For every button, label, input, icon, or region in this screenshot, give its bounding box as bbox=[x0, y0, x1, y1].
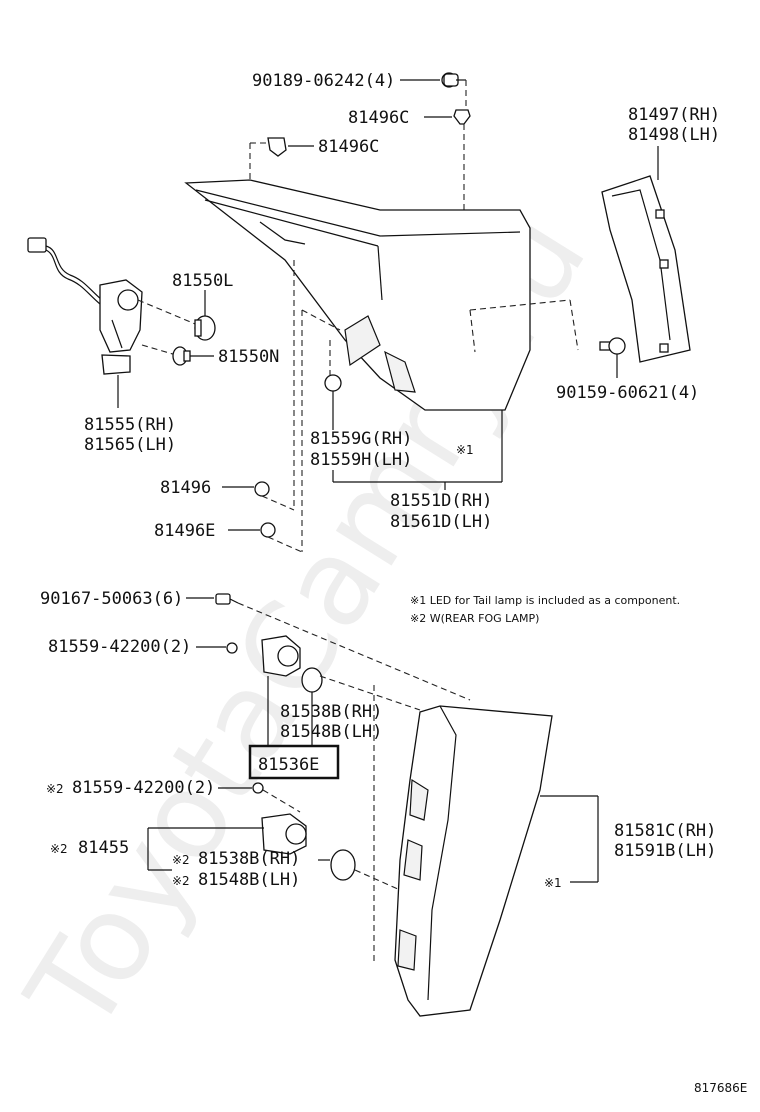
label-81565-lh: 81565(LH) bbox=[84, 435, 176, 455]
mark-x2-b: ※2 bbox=[50, 842, 68, 856]
bulb-81550l bbox=[194, 315, 216, 341]
label-81496c-upper: 81496C bbox=[348, 108, 409, 128]
tail-lamp-lower bbox=[394, 705, 553, 1017]
label-81581c-rh: 81581C(RH) bbox=[614, 821, 716, 841]
label-81548b-lh-fog: 81548B(LH) bbox=[198, 870, 300, 890]
label-81497-rh: 81497(RH) bbox=[628, 105, 720, 125]
mark-x1-upper: ※1 bbox=[456, 443, 474, 457]
label-81498-lh: 81498(LH) bbox=[628, 125, 720, 145]
clip-81496c-right bbox=[453, 109, 471, 125]
bolt-90189 bbox=[441, 72, 466, 88]
label-81591b-lh: 81591B(LH) bbox=[614, 841, 716, 861]
socket-harness-81555 bbox=[27, 237, 143, 375]
label-90159-60621: 90159-60621(4) bbox=[556, 383, 699, 403]
label-90189-06242: 90189-06242(4) bbox=[252, 71, 395, 91]
screw-90167 bbox=[215, 593, 239, 605]
label-81538b-rh-fog: 81538B(RH) bbox=[198, 849, 300, 869]
mark-x2-c: ※2 bbox=[172, 853, 190, 867]
bulb-81550n bbox=[172, 346, 191, 366]
tail-lamp-outer-upper bbox=[184, 179, 579, 411]
label-81548b-lh: 81548B(LH) bbox=[280, 722, 382, 742]
figure-reference: 817686E bbox=[694, 1081, 747, 1095]
label-81496e: 81496E bbox=[154, 521, 215, 541]
label-81536e: 81536E bbox=[258, 755, 319, 775]
screw-81559-upper bbox=[226, 642, 238, 654]
label-81550l: 81550L bbox=[172, 271, 233, 291]
note-2: ※2 W(REAR FOG LAMP) bbox=[410, 612, 539, 625]
label-81550n: 81550N bbox=[218, 347, 279, 367]
label-81496c-left: 81496C bbox=[318, 137, 379, 157]
label-81538b-rh: 81538B(RH) bbox=[280, 702, 382, 722]
highlight-box-81536e bbox=[248, 744, 340, 780]
gasket-81538b bbox=[301, 667, 323, 693]
note-1: ※1 LED for Tail lamp is included as a co… bbox=[410, 594, 680, 607]
bracket-81497 bbox=[601, 175, 691, 363]
label-81559h-lh: 81559H(LH) bbox=[310, 450, 412, 470]
socket-81536e bbox=[261, 635, 301, 677]
mark-x1-lower: ※1 bbox=[544, 876, 562, 890]
label-81455: 81455 bbox=[78, 838, 129, 858]
mark-x2-a: ※2 bbox=[46, 782, 64, 796]
label-81561d-lh: 81561D(LH) bbox=[390, 512, 492, 532]
label-90167-50063: 90167-50063(6) bbox=[40, 589, 183, 609]
label-81559-42200-lower: 81559-42200(2) bbox=[72, 778, 215, 798]
screw-81559-lower bbox=[252, 782, 264, 794]
label-81551d-rh: 81551D(RH) bbox=[390, 491, 492, 511]
bolt-90159 bbox=[599, 337, 626, 355]
label-81559g-rh: 81559G(RH) bbox=[310, 429, 412, 449]
label-81559-42200-upper: 81559-42200(2) bbox=[48, 637, 191, 657]
label-81496: 81496 bbox=[160, 478, 211, 498]
clip-81496e bbox=[260, 522, 276, 538]
clip-81496 bbox=[254, 481, 270, 497]
clip-81496c-left bbox=[267, 137, 287, 157]
gasket-81538b-fog bbox=[330, 849, 356, 881]
grommet-81559g bbox=[324, 374, 342, 392]
socket-81455 bbox=[261, 813, 307, 855]
label-81555-rh: 81555(RH) bbox=[84, 415, 176, 435]
mark-x2-d: ※2 bbox=[172, 874, 190, 888]
